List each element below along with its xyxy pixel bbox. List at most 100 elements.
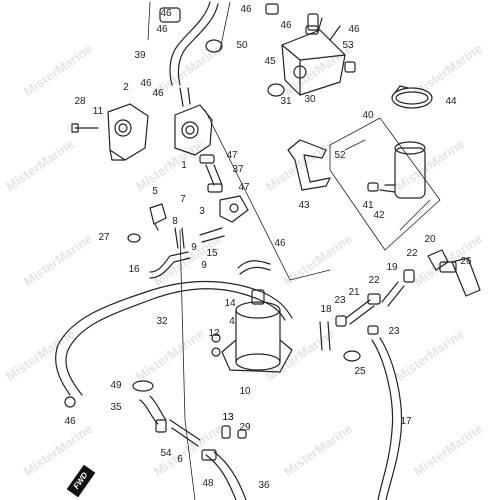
clip-46-bottom (64, 396, 76, 408)
part-label: 46 (348, 24, 360, 35)
part-label: 3 (199, 206, 205, 217)
clip-top (159, 7, 181, 23)
hose-17 (371, 339, 394, 500)
part-label: 21 (348, 287, 360, 298)
washers-12 (211, 333, 221, 357)
clip-22-lower (367, 293, 381, 305)
bracket-26 (451, 257, 481, 297)
valve-assembly-3 (219, 195, 249, 223)
hose-39-inner (177, 3, 219, 86)
part-label: 49 (110, 380, 122, 391)
pump-assembly-30 (267, 17, 356, 97)
hose-32 (65, 288, 286, 396)
joint-2 (107, 103, 149, 161)
part-label: 4 (229, 316, 235, 327)
part-label: 20 (424, 234, 436, 245)
hose-8 (174, 227, 185, 249)
part-label: 46 (160, 8, 172, 19)
part-label: 22 (368, 275, 380, 286)
clip-47-b (207, 183, 223, 193)
part-label: 30 (304, 94, 316, 105)
part-label: 16 (128, 264, 140, 275)
part-label: 41 (362, 200, 374, 211)
part-label: 43 (298, 200, 310, 211)
grommet-27 (127, 233, 141, 243)
bracket-43 (287, 139, 331, 191)
hose-21 (345, 299, 375, 325)
hose-19 (381, 281, 405, 307)
part-label: 9 (191, 242, 197, 253)
part-label: 9 (201, 260, 207, 271)
part-label: 7 (180, 194, 186, 205)
hose-18 (319, 321, 331, 351)
fuel-filter-40 (367, 141, 426, 199)
fuel-pump-10 (221, 289, 293, 373)
part-label: 44 (445, 96, 457, 107)
clamp-44 (391, 85, 433, 109)
part-label: 13 (222, 412, 234, 423)
part-label: 45 (264, 56, 276, 67)
hose-37 (205, 164, 223, 186)
part-label: 52 (334, 150, 346, 161)
part-label: 28 (74, 96, 86, 107)
bracket-5 (149, 203, 167, 231)
hose-32-inner (55, 280, 293, 396)
part-label: 25 (354, 366, 366, 377)
part-label: 32 (156, 316, 168, 327)
part-label: 47 (238, 182, 250, 193)
part-label: 17 (400, 416, 412, 427)
part-label: 48 (202, 478, 214, 489)
part-label: 35 (110, 402, 122, 413)
part-label: 54 (160, 448, 172, 459)
part-label: 47 (226, 150, 238, 161)
bolt-13 (221, 425, 231, 439)
clip-23-b (367, 325, 379, 335)
part-label: 10 (239, 386, 251, 397)
part-label: 31 (280, 96, 292, 107)
clip-group-top-right (265, 3, 319, 35)
fuel-cooler-1 (174, 87, 213, 156)
valve-20 (427, 249, 457, 273)
part-label: 46 (140, 78, 152, 89)
part-label: 18 (320, 304, 332, 315)
part-label: 13 (222, 412, 234, 423)
hose-36 (205, 451, 247, 500)
part-label: 46 (240, 4, 252, 15)
assembly-outline (147, 1, 441, 500)
part-label: 36 (258, 480, 270, 491)
clip-25 (343, 350, 361, 362)
part-label: 19 (386, 262, 398, 273)
part-label: 1 (181, 160, 187, 171)
clip-48 (201, 449, 217, 461)
part-label: 46 (152, 88, 164, 99)
hose-39 (169, 1, 211, 86)
part-label: 8 (172, 216, 178, 227)
bolt-28 (71, 123, 99, 133)
part-label: 46 (156, 24, 168, 35)
clip-49 (132, 380, 154, 392)
part-label: 27 (98, 232, 110, 243)
clip-47-a (199, 154, 215, 164)
part-label: 29 (239, 422, 251, 433)
part-label: 53 (342, 40, 354, 51)
washer-29 (237, 429, 247, 439)
part-label: 22 (406, 248, 418, 259)
part-label: 11 (92, 106, 104, 117)
part-label: 46 (274, 238, 286, 249)
connector-50 (205, 39, 223, 53)
part-label: 15 (206, 248, 218, 259)
hose-46-mid (237, 260, 271, 275)
part-label: 46 (64, 416, 76, 427)
part-label: 5 (152, 186, 158, 197)
part-label: 2 (123, 82, 129, 93)
part-label: 50 (236, 40, 248, 51)
part-label: 37 (232, 164, 244, 175)
part-label: 42 (373, 210, 385, 221)
part-label: 23 (334, 295, 346, 306)
clip-54 (155, 419, 167, 433)
clip-22-upper (403, 269, 415, 283)
part-label: 26 (460, 256, 472, 267)
part-label: 46 (280, 20, 292, 31)
